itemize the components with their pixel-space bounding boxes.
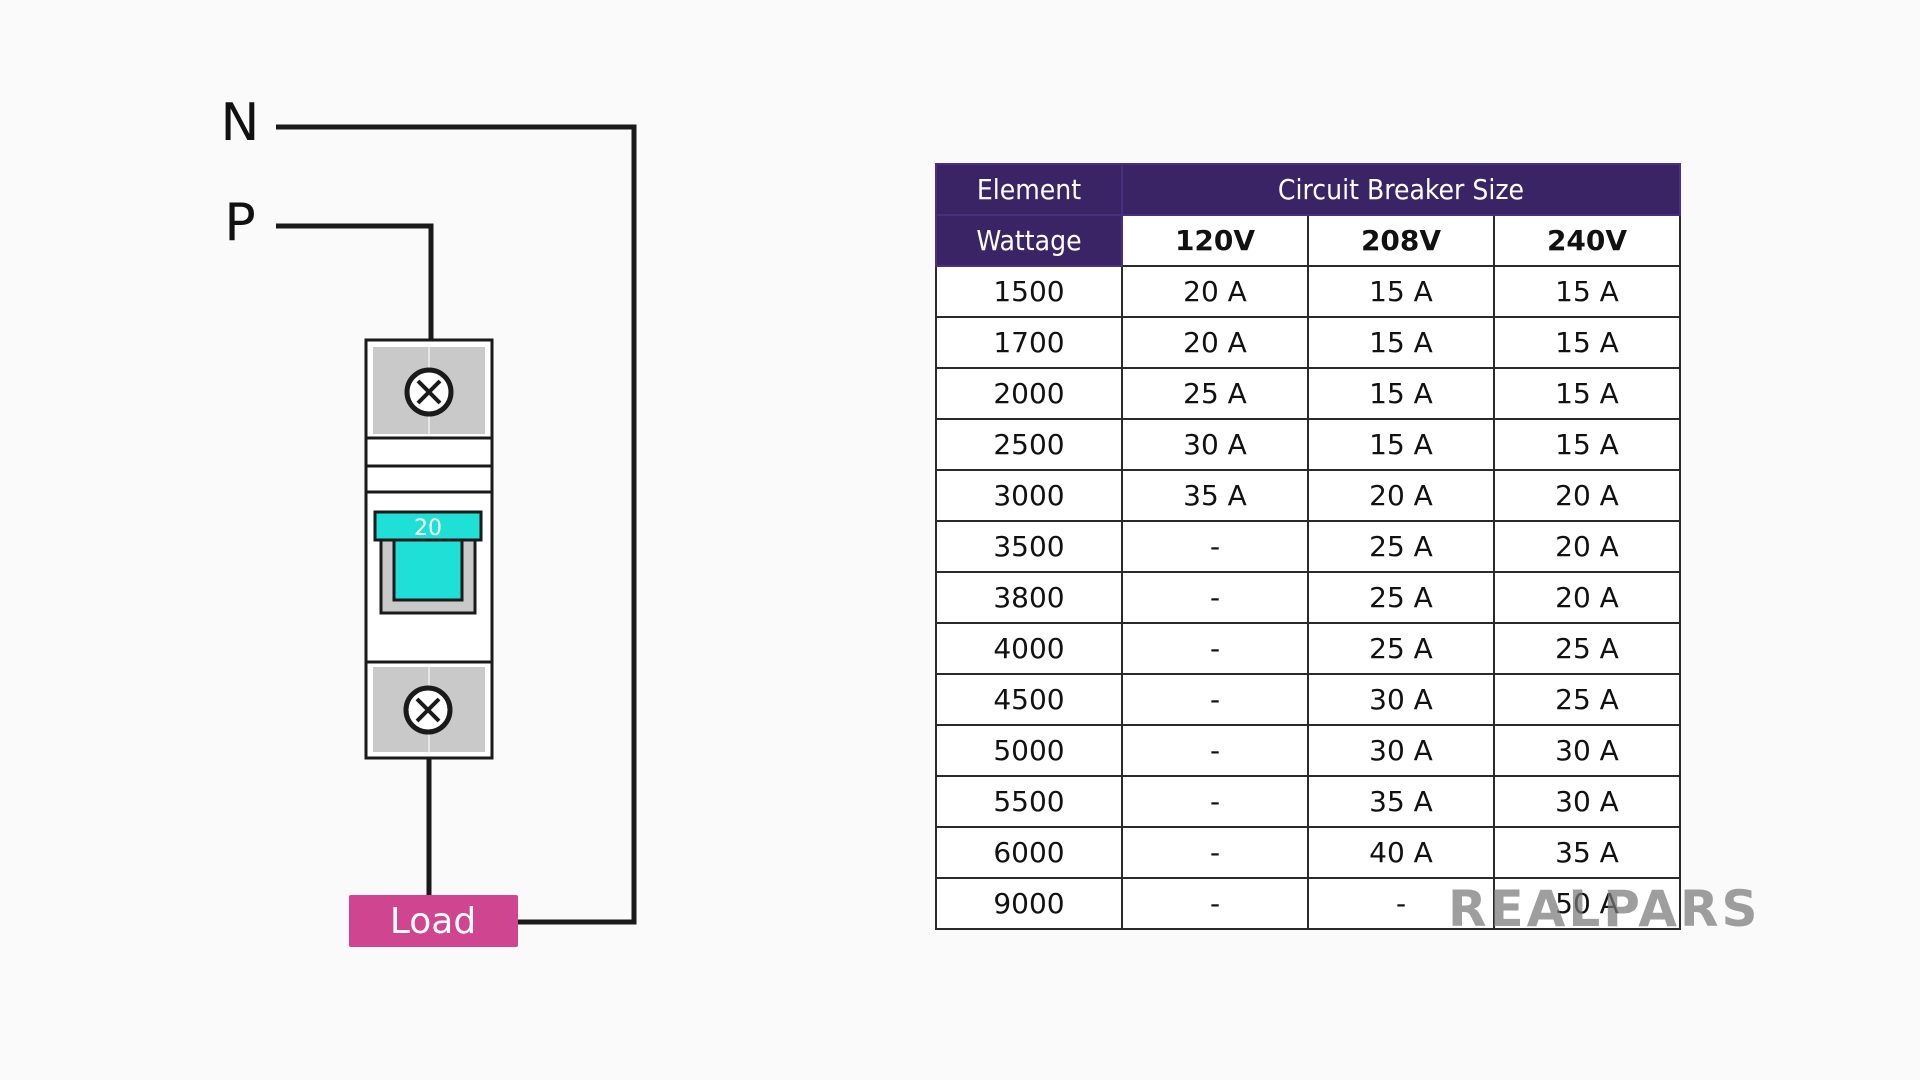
breaker-cell: 35 A	[1121, 469, 1309, 522]
header-element: Element	[935, 163, 1123, 216]
breaker-cell: -	[1121, 775, 1309, 828]
wattage-cell: 6000	[935, 826, 1123, 879]
phase-label: P	[224, 193, 255, 253]
breaker-cell: 15 A	[1307, 418, 1495, 471]
table-row: 9000--50 A	[935, 877, 1681, 930]
circuit-diagram: N P 20 Load	[221, 93, 637, 947]
wattage-cell: 4000	[935, 622, 1123, 675]
neutral-wire	[276, 124, 637, 925]
breaker-cell: 15 A	[1493, 367, 1681, 420]
breaker-cell: 20 A	[1307, 469, 1495, 522]
bottom-screw-icon	[403, 685, 453, 735]
header-208v: 208V	[1307, 214, 1495, 267]
breaker-cell: -	[1121, 622, 1309, 675]
header-breaker-size: Circuit Breaker Size	[1121, 163, 1681, 216]
breaker-cell: -	[1121, 877, 1309, 930]
breaker-cell: -	[1121, 520, 1309, 573]
breaker-cell: 35 A	[1493, 826, 1681, 879]
breaker-cell: 20 A	[1493, 520, 1681, 573]
breaker-cell: 50 A	[1493, 877, 1681, 930]
breaker-size-table: Element Circuit Breaker Size Wattage 120…	[935, 163, 1681, 930]
breaker-cell: 40 A	[1307, 826, 1495, 879]
top-screw-icon	[404, 367, 454, 417]
breaker-cell: -	[1121, 571, 1309, 624]
breaker-cell: 25 A	[1493, 622, 1681, 675]
wattage-cell: 2500	[935, 418, 1123, 471]
table-subheader-row: Wattage 120V 208V 240V	[935, 214, 1681, 267]
breaker-cell: 15 A	[1307, 265, 1495, 318]
breaker-cell: -	[1121, 826, 1309, 879]
wattage-cell: 5000	[935, 724, 1123, 777]
breaker-cell: 25 A	[1307, 571, 1495, 624]
wattage-cell: 3500	[935, 520, 1123, 573]
breaker-rating: 20	[414, 516, 442, 541]
breaker-cell: 25 A	[1121, 367, 1309, 420]
wattage-cell: 1500	[935, 265, 1123, 318]
breaker-cell: 15 A	[1493, 316, 1681, 369]
breaker-cell: 15 A	[1493, 418, 1681, 471]
wattage-cell: 5500	[935, 775, 1123, 828]
breaker-cell: 15 A	[1307, 316, 1495, 369]
breaker-handle	[392, 535, 464, 602]
wattage-cell: 3800	[935, 571, 1123, 624]
load-label: Load	[390, 901, 476, 942]
wattage-cell: 1700	[935, 316, 1123, 369]
table-header-row: Element Circuit Breaker Size	[935, 163, 1681, 216]
breaker-cell: 20 A	[1493, 469, 1681, 522]
breaker-cell: 25 A	[1307, 520, 1495, 573]
breaker-cell: 15 A	[1307, 367, 1495, 420]
breaker-cell: 20 A	[1121, 265, 1309, 318]
breaker-cell: 30 A	[1121, 418, 1309, 471]
breaker-cell: 30 A	[1493, 724, 1681, 777]
breaker-cell: 20 A	[1121, 316, 1309, 369]
wattage-cell: 2000	[935, 367, 1123, 420]
breaker-cell: 30 A	[1307, 724, 1495, 777]
breaker-cell: 15 A	[1493, 265, 1681, 318]
breaker-cell: 35 A	[1307, 775, 1495, 828]
breaker-cell: -	[1121, 724, 1309, 777]
breaker-cell: 20 A	[1493, 571, 1681, 624]
breaker-cell: 25 A	[1493, 673, 1681, 726]
breaker-cell: -	[1121, 673, 1309, 726]
breaker-cell: 25 A	[1307, 622, 1495, 675]
header-wattage: Wattage	[935, 214, 1123, 267]
breaker-cell: 30 A	[1493, 775, 1681, 828]
wattage-cell: 3000	[935, 469, 1123, 522]
wattage-cell: 4500	[935, 673, 1123, 726]
phase-wire	[276, 223, 434, 392]
header-120v: 120V	[1121, 214, 1309, 267]
load-box	[349, 895, 518, 947]
breaker-rating-plate	[373, 510, 483, 542]
neutral-label: N	[221, 93, 260, 153]
breaker-cell: -	[1307, 877, 1495, 930]
header-240v: 240V	[1493, 214, 1681, 267]
breaker-cell: 30 A	[1307, 673, 1495, 726]
wattage-cell: 9000	[935, 877, 1123, 930]
